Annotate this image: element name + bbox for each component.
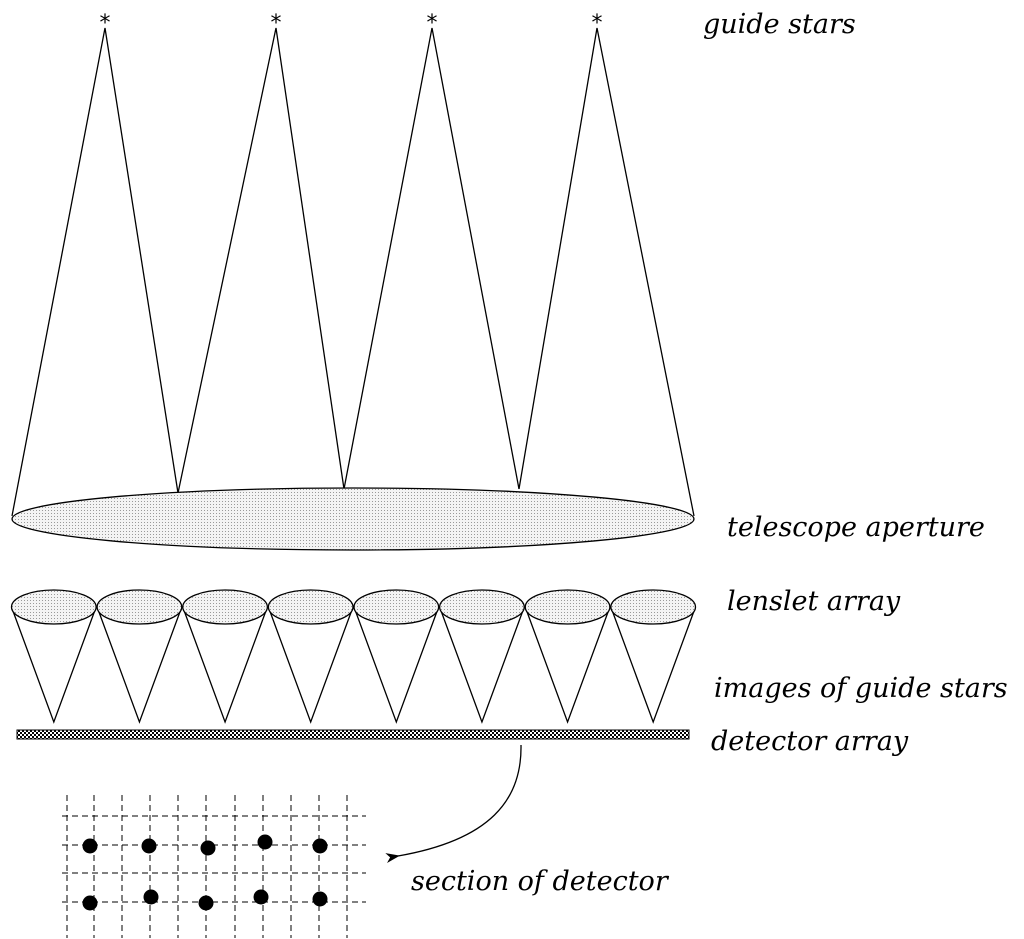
star-image-spot <box>143 889 159 905</box>
label-images-of-guide-stars: images of guide stars <box>714 673 1008 704</box>
lenslet <box>524 589 611 625</box>
star-image-spot <box>312 891 328 907</box>
lenslet-cone <box>10 606 97 724</box>
telescope-aperture <box>11 487 695 551</box>
light-cone-2 <box>177 27 345 494</box>
guide-star-1: * <box>100 11 111 36</box>
light-cone-4 <box>518 27 695 517</box>
detector-section-grid <box>62 795 366 938</box>
star-image-spot <box>312 838 328 854</box>
lenslet <box>96 589 183 625</box>
light-cone-3 <box>343 27 520 490</box>
lenslet <box>10 589 97 625</box>
lenslet-cone <box>353 606 440 724</box>
lenslet-cone <box>182 606 268 724</box>
star-image-spot <box>257 834 273 850</box>
star-image-spot <box>82 895 98 911</box>
lenslet-cone <box>267 606 354 724</box>
star-image-spot <box>200 840 216 856</box>
lenslet-array <box>10 589 697 724</box>
lenslet <box>182 589 269 625</box>
section-pointer-arrow <box>385 744 522 863</box>
lenslet-cone <box>439 606 525 724</box>
light-cone-1 <box>11 27 179 517</box>
detector-star-images <box>82 834 328 911</box>
guide-star-3: * <box>427 11 438 36</box>
label-lenslet-array: lenslet array <box>727 586 901 617</box>
label-telescope-aperture: telescope aperture <box>727 512 985 543</box>
label-detector-array: detector array <box>711 726 909 757</box>
lenslet-cone <box>610 606 697 724</box>
label-section-of-detector: section of detector <box>411 866 670 897</box>
star-image-spot <box>82 838 98 854</box>
guide-star-4: * <box>592 11 603 36</box>
lenslet-cone <box>96 606 183 724</box>
lenslet <box>438 589 525 625</box>
star-image-spot <box>198 895 214 911</box>
guide-star-light-cones <box>11 27 695 517</box>
detector-array <box>16 729 690 740</box>
guide-star-2: * <box>271 11 282 36</box>
lenslet-cone <box>524 606 611 724</box>
guide-stars-group: * * * * <box>100 11 603 36</box>
star-image-spot <box>141 838 157 854</box>
lenslet <box>353 589 440 625</box>
lenslet <box>610 589 697 625</box>
label-guide-stars: guide stars <box>703 9 856 40</box>
lenslet <box>267 589 354 625</box>
star-image-spot <box>253 889 269 905</box>
